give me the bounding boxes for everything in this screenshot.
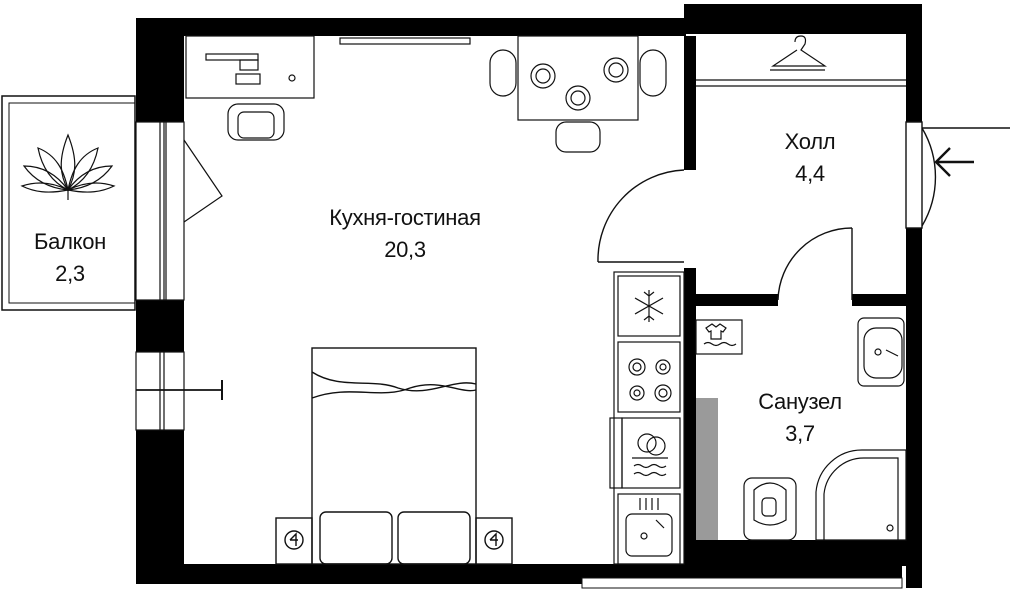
sink-icon (625, 498, 673, 557)
balcony (1, 95, 136, 311)
room-name-bathroom: Санузел (758, 389, 842, 414)
room-name-kitchen-living: Кухня-гостиная (329, 205, 481, 230)
bed (275, 347, 513, 565)
room-area-bathroom: 3,7 (785, 421, 815, 446)
entrance-door (905, 121, 1010, 229)
washing-icon (695, 319, 743, 355)
plant-icon (20, 133, 116, 200)
kitchen-run (609, 271, 685, 565)
dishes-icon (632, 433, 668, 477)
room-label-hall: Холл 4,4 (750, 126, 870, 190)
kitchen-door (597, 169, 685, 263)
bathroom-door (777, 227, 853, 301)
room-name-balcony: Балкон (34, 229, 106, 254)
room-area-balcony: 2,3 (55, 261, 85, 286)
room-area-hall: 4,4 (795, 161, 825, 186)
desk (185, 35, 315, 141)
burners-icon (628, 358, 672, 402)
arrow-left-icon (934, 147, 974, 177)
room-label-bathroom: Санузел 3,7 (730, 386, 870, 450)
room-name-hall: Холл (784, 129, 836, 154)
dining-table (489, 35, 667, 153)
bathroom-accent (696, 398, 718, 540)
snowflake-icon (634, 290, 664, 322)
bathroom-fixtures (695, 317, 907, 541)
balcony-door (135, 121, 223, 431)
room-label-kitchen-living: Кухня-гостиная 20,3 (290, 202, 520, 266)
hanger-icon (770, 35, 827, 71)
wardrobe (696, 35, 906, 87)
bottom-window (581, 577, 903, 589)
room-area-kitchen-living: 20,3 (384, 237, 426, 262)
walls (136, 4, 922, 588)
tv (339, 37, 471, 45)
room-label-balcony: Балкон 2,3 (10, 226, 130, 290)
socket-icon (284, 530, 504, 550)
